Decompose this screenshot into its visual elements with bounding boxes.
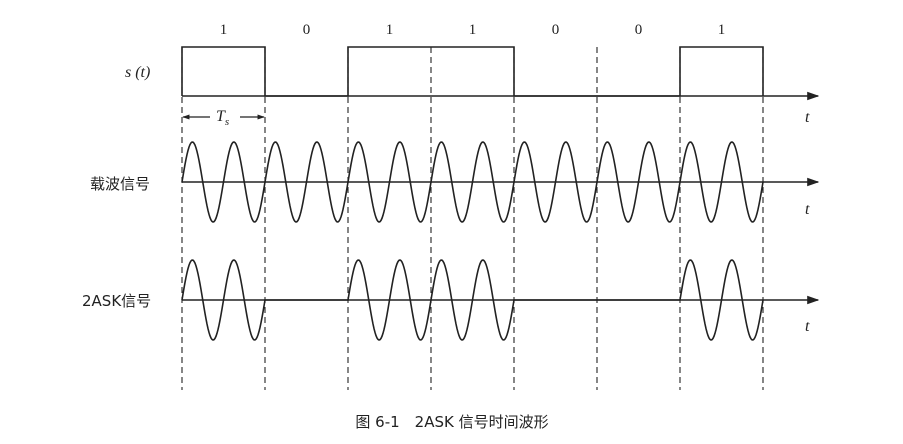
bit-label: 1: [469, 22, 477, 38]
bit-label: 0: [635, 22, 643, 38]
ask-modulated-waveform: [181, 259, 764, 341]
figure-caption: 图 6-1 2ASK 信号时间波形: [355, 413, 548, 431]
period-label: Ts: [216, 108, 229, 128]
carrier-label: 载波信号: [90, 175, 150, 193]
carrier-waveform: [181, 141, 764, 223]
period-subscript: s: [225, 116, 229, 128]
bit-boundary-lines: [181, 47, 764, 390]
signal-axis-t-label: t: [805, 109, 810, 126]
signal-label: s (t): [125, 64, 150, 81]
carrier-axis-t-label: t: [805, 201, 810, 218]
bit-label: 1: [718, 22, 726, 38]
bit-labels: 1 0 1 1 0 0 1: [220, 22, 726, 38]
period-symbol: T: [216, 108, 226, 125]
bit-label: 0: [303, 22, 311, 38]
baseband-signal-waveform: [181, 46, 764, 97]
bit-label: 1: [386, 22, 394, 38]
bit-label: 1: [220, 22, 228, 38]
bit-label: 0: [552, 22, 560, 38]
ask-label: 2ASK信号: [82, 292, 151, 310]
ask-axis-t-label: t: [805, 318, 810, 335]
